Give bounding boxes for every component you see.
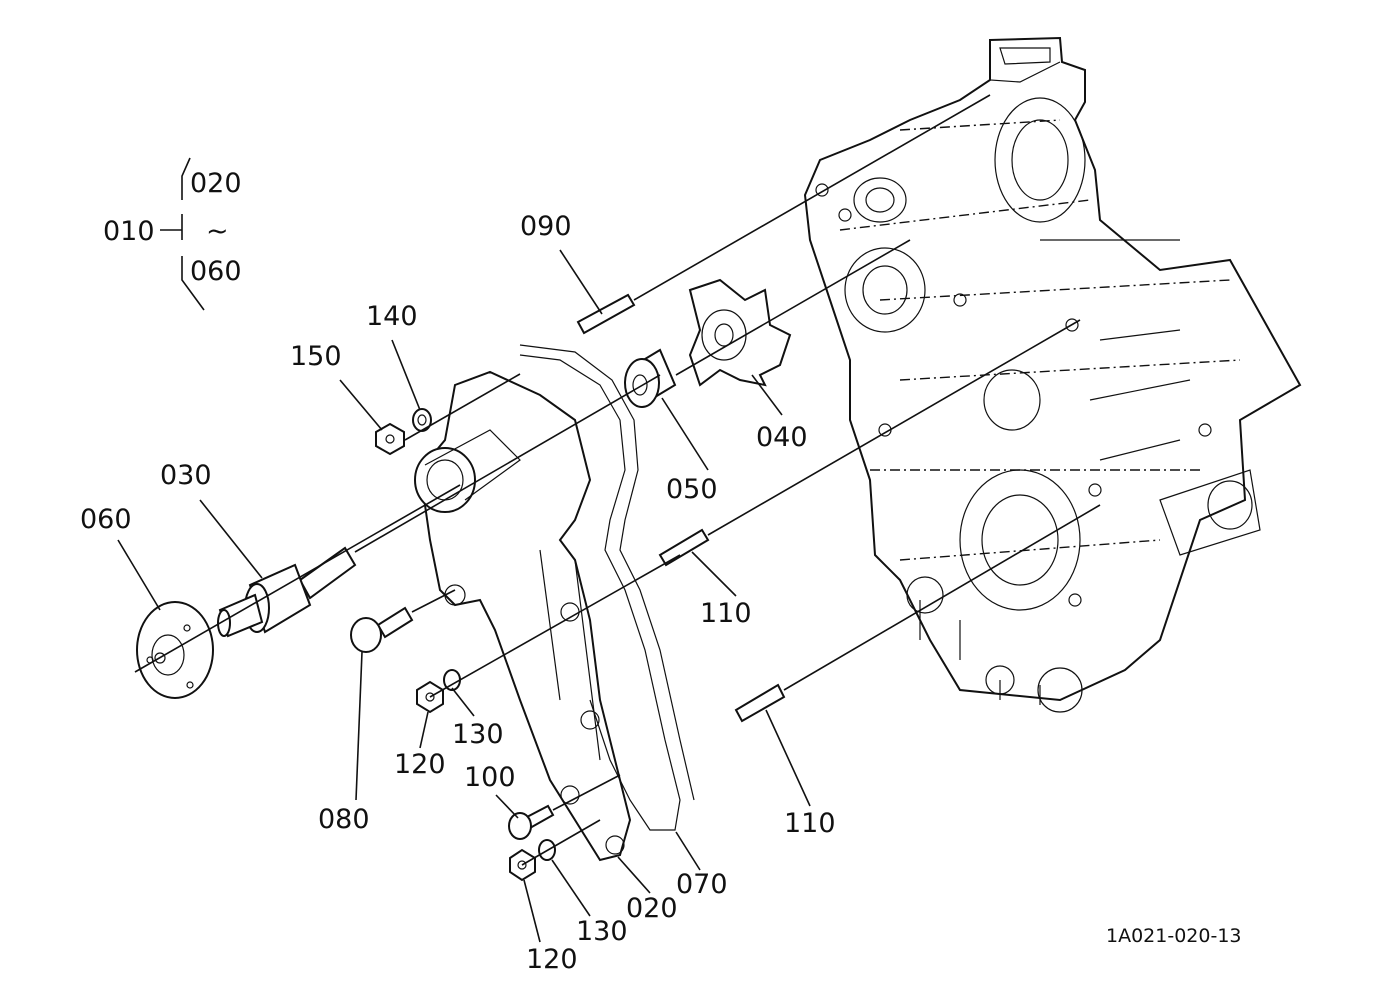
callout-090: 090 [520, 211, 572, 242]
callout-110-lower: 110 [784, 808, 836, 839]
callout-150: 150 [290, 341, 342, 372]
bolt-080 [350, 606, 414, 653]
callout-140: 140 [366, 301, 418, 332]
callout-120-upper: 120 [394, 749, 446, 780]
washer-140 [412, 408, 432, 432]
callout-130-lower: 130 [576, 916, 628, 947]
impeller [688, 278, 792, 387]
callout-100: 100 [464, 762, 516, 793]
callout-040: 040 [756, 422, 808, 453]
callout-110-upper: 110 [700, 598, 752, 629]
callout-050: 050 [666, 474, 718, 505]
mechanical-seal [624, 348, 677, 408]
group-parent-label: 010 [103, 216, 155, 247]
group-sep-label: ~ [206, 216, 229, 247]
pump-shaft-bearing [217, 546, 357, 638]
callout-080: 080 [318, 804, 370, 835]
nut-150 [375, 422, 405, 456]
callout-060: 060 [80, 504, 132, 535]
stud-110-upper [658, 528, 710, 567]
callout-070: 070 [676, 869, 728, 900]
pump-gasket [519, 354, 681, 831]
group-from-label: 020 [190, 168, 242, 199]
diagram-reference-code: 1A021-020-13 [1106, 925, 1242, 947]
callout-030: 030 [160, 460, 212, 491]
stud-090 [576, 293, 636, 335]
callout-130-upper: 130 [452, 719, 504, 750]
bolt-100 [508, 804, 555, 840]
callout-020: 020 [626, 893, 678, 924]
assembly-lines [134, 94, 1101, 866]
pump-outlet-port [414, 447, 476, 513]
leader-lines [117, 249, 811, 943]
gear-case [803, 36, 1302, 713]
group-bracket [160, 157, 205, 311]
group-to-label: 060 [190, 256, 242, 287]
pulley-flange [136, 601, 214, 699]
stud-110-lower [734, 683, 786, 723]
water-pump-body [414, 370, 632, 862]
callout-120-lower: 120 [526, 944, 578, 975]
